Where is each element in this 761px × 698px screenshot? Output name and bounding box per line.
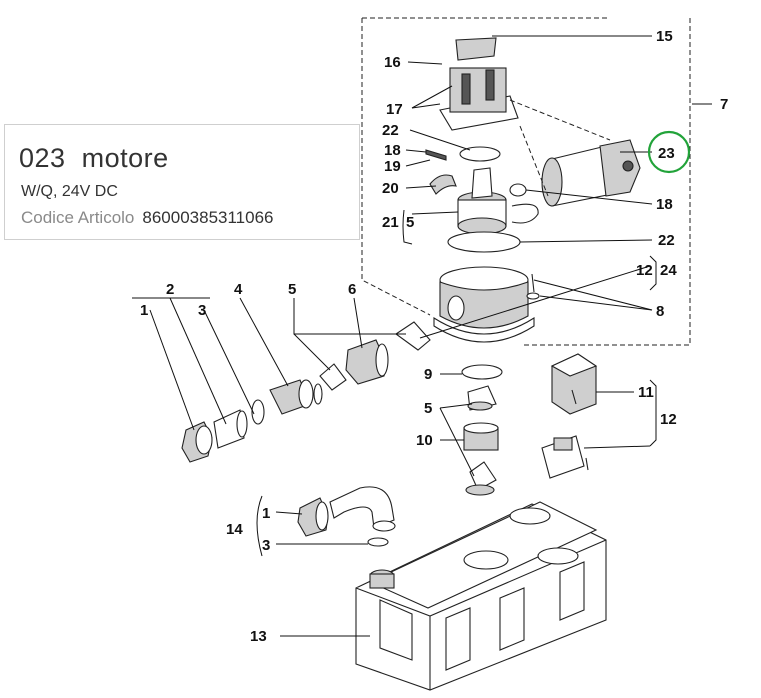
callout-23[interactable]: 23: [658, 145, 675, 162]
callout-7[interactable]: 7: [720, 96, 728, 113]
leader-lines: [132, 35, 712, 637]
left-pipe-parts-drawing: [181, 321, 431, 463]
tank-drawing: [355, 501, 607, 691]
callout-18-left[interactable]: 18: [384, 142, 401, 159]
callout-13[interactable]: 13: [250, 628, 267, 645]
callout-11[interactable]: 11: [638, 384, 654, 401]
callout-10[interactable]: 10: [416, 432, 433, 449]
callout-15[interactable]: 15: [656, 28, 673, 45]
product-position: 023: [19, 143, 66, 173]
product-code-value: 86000385311066: [142, 208, 274, 227]
product-code-row: Codice Articolo 86000385311066: [21, 208, 274, 228]
callout-19[interactable]: 19: [384, 158, 401, 175]
product-spec: W/Q, 24V DC: [21, 183, 118, 200]
callout-9[interactable]: 9: [424, 366, 432, 383]
callout-18-right[interactable]: 18: [656, 196, 673, 213]
callout-22-top[interactable]: 22: [382, 122, 399, 139]
callout-labels: 15 16 7 17 22 18 23 19 20 18 21 5 22 12 …: [140, 28, 728, 645]
callout-5-center[interactable]: 5: [424, 400, 432, 417]
product-code-label: Codice Articolo: [21, 208, 135, 227]
callout-24[interactable]: 24: [660, 262, 677, 279]
callout-20[interactable]: 20: [382, 180, 399, 197]
callout-5-left[interactable]: 5: [288, 281, 296, 298]
callout-1-left[interactable]: 1: [140, 302, 148, 319]
center-parts-drawing: [461, 364, 503, 496]
callout-17[interactable]: 17: [386, 101, 403, 118]
callout-5-upper[interactable]: 5: [406, 214, 414, 231]
callout-3-left[interactable]: 3: [198, 302, 206, 319]
callout-16[interactable]: 16: [384, 54, 401, 71]
highlight-ring-23: [647, 130, 691, 174]
product-name: motore: [81, 143, 169, 173]
callout-1-lower[interactable]: 1: [262, 505, 270, 522]
callout-6[interactable]: 6: [348, 281, 356, 298]
callout-12-top[interactable]: 12: [636, 262, 653, 279]
callout-21[interactable]: 21: [382, 214, 399, 231]
product-title: 023 motore: [19, 143, 169, 174]
callout-12-bottom[interactable]: 12: [660, 411, 677, 428]
callout-4[interactable]: 4: [234, 281, 243, 298]
callout-2[interactable]: 2: [166, 281, 174, 298]
callout-8[interactable]: 8: [656, 303, 664, 320]
callout-14[interactable]: 14: [226, 521, 243, 538]
switch-parts-drawing: [541, 353, 598, 479]
discharge-pipe-drawing: [297, 486, 396, 547]
motor-assembly-dashed-frame: [361, 17, 691, 346]
motor-assembly-drawing: [425, 37, 641, 343]
callout-3-lower[interactable]: 3: [262, 537, 270, 554]
product-info-card: 023 motore W/Q, 24V DC Codice Articolo 86…: [4, 124, 360, 240]
callout-22-lower[interactable]: 22: [658, 232, 675, 249]
